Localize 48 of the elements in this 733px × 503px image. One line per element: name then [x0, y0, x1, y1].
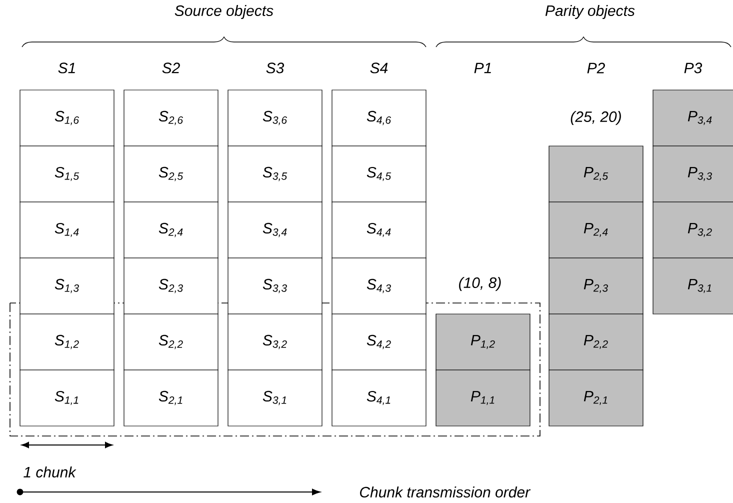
column-header: S1: [58, 62, 75, 74]
chunk-box: S$_{3,3}$: [228, 258, 322, 314]
chunk-box: S$_{4,1}$: [332, 370, 426, 426]
chunk-box: S$_{2,3}$: [124, 258, 218, 314]
dimension-label: 1 chunk: [24, 466, 76, 478]
group-label: Parity objects: [545, 5, 635, 19]
chunk-box: P$_{1,1}$: [436, 370, 530, 426]
chunk-box: S$_{3,1}$: [228, 370, 322, 426]
chunk-box: P$_{3,4}$: [652, 90, 733, 146]
chunk-box: S$_{4,2}$: [332, 314, 426, 370]
chunk-box: P$_{2,2}$: [548, 314, 644, 370]
chunk-box: S$_{2,2}$: [124, 314, 218, 370]
arrow-label: Chunk transmission order: [360, 486, 531, 498]
chunk-box: P$_{3,1}$: [652, 258, 733, 314]
chunk-box: S$_{2,6}$: [124, 90, 218, 146]
chunk-box: S$_{1,2}$: [20, 314, 114, 370]
chunk-box: P$_{1,2}$: [436, 314, 530, 370]
annotation: (10, 8): [459, 277, 501, 291]
annotation: (25, 20): [570, 111, 621, 125]
chunk-box: S$_{2,4}$: [124, 202, 218, 258]
chunk-box: S$_{4,6}$: [332, 90, 426, 146]
chunk-box: S$_{4,4}$: [332, 202, 426, 258]
chunk-box: S$_{2,5}$: [124, 146, 218, 202]
chunk-box: P$_{2,1}$: [548, 370, 644, 426]
chunk-box: P$_{2,5}$: [548, 146, 644, 202]
chunk-box: S$_{3,4}$: [228, 202, 322, 258]
column-header: P1: [474, 62, 491, 74]
chunk-box: S$_{1,5}$: [20, 146, 114, 202]
chunk-box: S$_{4,5}$: [332, 146, 426, 202]
chunk-box: S$_{1,4}$: [20, 202, 114, 258]
column-header: S2: [162, 62, 180, 74]
chunk-box: S$_{3,2}$: [228, 314, 322, 370]
chunk-box: S$_{3,5}$: [228, 146, 322, 202]
chunk-box: P$_{2,3}$: [548, 258, 644, 314]
chunk-box: S$_{1,6}$: [20, 90, 114, 146]
column-header: P3: [684, 62, 702, 74]
chunk-box: S$_{1,1}$: [20, 370, 114, 426]
group-label: Source objects: [174, 5, 274, 19]
chunk-box: S$_{4,3}$: [332, 258, 426, 314]
chunk-box: S$_{3,6}$: [228, 90, 322, 146]
chunk-box: P$_{3,3}$: [652, 146, 733, 202]
chunk-box: P$_{3,2}$: [652, 202, 733, 258]
chunk-box: S$_{1,3}$: [20, 258, 114, 314]
chunk-box: S$_{2,1}$: [124, 370, 218, 426]
column-header: S3: [266, 62, 284, 74]
column-header: P2: [587, 62, 605, 74]
column-header: S4: [370, 62, 388, 74]
chunk-box: P$_{2,4}$: [548, 202, 644, 258]
